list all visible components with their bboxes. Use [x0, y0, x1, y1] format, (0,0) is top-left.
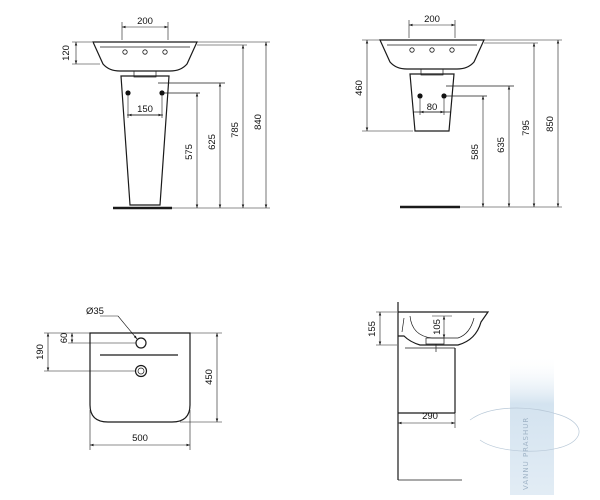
dim-hole-diameter: Ø35	[86, 306, 104, 317]
dim-450: 450	[204, 369, 215, 385]
waste-outlet	[133, 70, 157, 78]
tap-hole-left	[409, 47, 415, 53]
dim-850: 850	[545, 116, 556, 132]
drain-hole-inner	[137, 367, 145, 375]
tap-hole-left	[122, 49, 128, 55]
hole-leader-arrow	[117, 315, 138, 340]
pedestal-outline	[120, 75, 170, 206]
basin-outline	[92, 41, 198, 72]
dim-585: 585	[470, 144, 481, 160]
tap-hole-right	[449, 47, 455, 53]
dim-785: 785	[230, 122, 241, 138]
basin-outline	[379, 39, 485, 70]
dim-tap-spacing: 200	[137, 16, 153, 27]
watermark-bar	[510, 355, 554, 495]
waste-outlet	[425, 337, 445, 345]
tap-hole-center	[142, 49, 148, 55]
supply-point-left	[125, 90, 131, 96]
semipedestal-front-view: 200 460 80 585 635 795 850	[354, 14, 562, 209]
dim-tap-spacing: 200	[424, 14, 440, 25]
dim-190: 190	[35, 344, 46, 360]
tap-hole-right	[162, 49, 168, 55]
basin-profile	[398, 311, 490, 346]
top-view: Ø35 60 190 450 500	[35, 306, 222, 450]
dim-bowl-height: 120	[61, 45, 72, 61]
swirl-logo-icon	[469, 407, 580, 452]
supply-point-left	[417, 93, 423, 99]
side-view: 155 105 290	[367, 302, 490, 481]
dim-drain-spacing: 80	[427, 102, 438, 113]
dim-460: 460	[354, 80, 365, 96]
basin-inner-profile	[401, 315, 475, 339]
dim-105: 105	[432, 319, 443, 335]
dim-840: 840	[253, 114, 264, 130]
tap-hole-center	[429, 47, 435, 53]
dim-575: 575	[184, 144, 195, 160]
dim-155: 155	[367, 321, 378, 337]
tap-hole	[135, 337, 147, 349]
dim-drain-spacing: 150	[137, 104, 153, 115]
watermark: VANNU PRASHUR	[469, 355, 580, 495]
basin-top-outline	[89, 332, 191, 423]
watermark-text: VANNU PRASHUR	[522, 417, 530, 490]
waste-outlet	[420, 68, 444, 76]
dim-60: 60	[59, 333, 70, 344]
pedestal-front-view: 200 120 150 575 625 785 840	[61, 16, 270, 210]
dim-500: 500	[132, 433, 148, 444]
dim-290: 290	[422, 411, 438, 422]
dim-795: 795	[521, 120, 532, 136]
dim-635: 635	[496, 137, 507, 153]
dim-625: 625	[207, 134, 218, 150]
drain-hole	[134, 364, 148, 378]
